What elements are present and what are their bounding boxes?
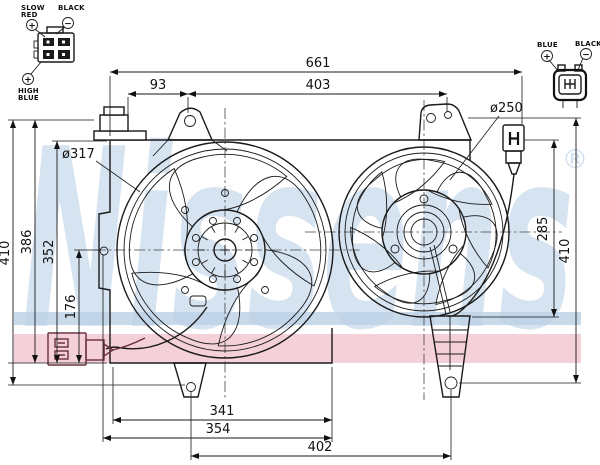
brand-watermark: Nissens ® <box>14 97 588 385</box>
right-extension-lines <box>459 117 581 384</box>
left-extension-lines <box>8 119 185 386</box>
dimension-bottom-354: 354 <box>103 422 332 441</box>
callout-right-fan-diameter: ø250 <box>449 101 523 181</box>
right-lead-connector <box>447 124 525 318</box>
connector-top-left: SLOW RED + BLACK − HIGH BLUE + <box>18 4 85 102</box>
connector-body <box>33 26 75 63</box>
svg-text:−: − <box>582 51 590 61</box>
svg-text:−: − <box>64 20 72 30</box>
connector-body <box>552 64 588 108</box>
dimension-bracket-offset: 93 <box>127 78 189 126</box>
svg-text:386: 386 <box>20 230 35 255</box>
svg-text:285: 285 <box>536 217 551 242</box>
motor-wire-strut <box>429 244 451 315</box>
svg-text:402: 402 <box>308 440 333 455</box>
red-label: RED <box>21 11 38 19</box>
dimension-left-386: 386 <box>20 120 38 363</box>
black-label: BLACK <box>58 4 85 12</box>
connector-top-right: BLUE + BLACK − <box>537 40 600 108</box>
svg-text:410: 410 <box>0 241 13 266</box>
svg-text:354: 354 <box>206 422 231 437</box>
plus-terminal-icon <box>541 50 553 62</box>
registered-mark: ® <box>562 145 588 175</box>
high-label: HIGH <box>18 87 39 95</box>
svg-text:176: 176 <box>64 295 79 320</box>
side-tab-hole <box>99 246 109 256</box>
blue-label: BLUE <box>537 41 558 49</box>
dimension-overall-width: 661 <box>109 56 523 136</box>
bottom-left-bracket <box>173 362 207 398</box>
svg-text:341: 341 <box>210 404 235 419</box>
dimension-bottom-402: 402 <box>191 440 451 459</box>
left-mounting-ear <box>166 107 214 141</box>
svg-text:+: + <box>28 22 36 32</box>
svg-text:661: 661 <box>306 56 331 71</box>
bottom-extension-lines <box>102 255 452 460</box>
minus-terminal-icon <box>580 48 592 60</box>
blue-label: BLUE <box>18 94 39 102</box>
svg-text:+: + <box>543 53 551 63</box>
svg-text:ø317: ø317 <box>62 147 95 162</box>
svg-text:+: + <box>24 76 32 86</box>
dimension-bracket-span: 403 <box>188 78 448 111</box>
bottom-right-bracket <box>429 315 471 398</box>
watermark-stripe-pink <box>14 334 581 363</box>
dimension-left-410: 410 <box>0 120 16 385</box>
wire-clip <box>189 295 207 307</box>
watermark-stripe-blue <box>14 312 581 325</box>
hub-bolt-holes <box>191 216 259 284</box>
plus-terminal-icon <box>22 73 34 85</box>
dimension-left-352: 352 <box>42 141 60 363</box>
svg-text:410: 410 <box>558 239 573 264</box>
dimension-bottom-341: 341 <box>113 404 332 423</box>
harness-connector <box>47 332 146 366</box>
dimension-right-410: 410 <box>558 118 579 383</box>
minus-terminal-icon <box>62 17 74 29</box>
svg-text:352: 352 <box>42 240 57 265</box>
right-fan-wire <box>447 173 515 318</box>
right-fan-hub <box>381 189 467 275</box>
callout-left-fan-diameter: ø317 <box>62 147 141 193</box>
svg-text:93: 93 <box>150 78 167 93</box>
dimension-right-285: 285 <box>536 140 557 317</box>
slow-label: SLOW <box>21 4 45 12</box>
plus-terminal-icon <box>26 19 38 31</box>
dimension-left-176: 176 <box>64 250 82 363</box>
mounting-pedestal <box>93 106 147 141</box>
left-fan <box>116 141 334 359</box>
black-label: BLACK <box>575 40 600 48</box>
svg-text:ø250: ø250 <box>490 101 523 116</box>
left-fan-hub <box>181 189 269 294</box>
svg-text:403: 403 <box>306 78 331 93</box>
